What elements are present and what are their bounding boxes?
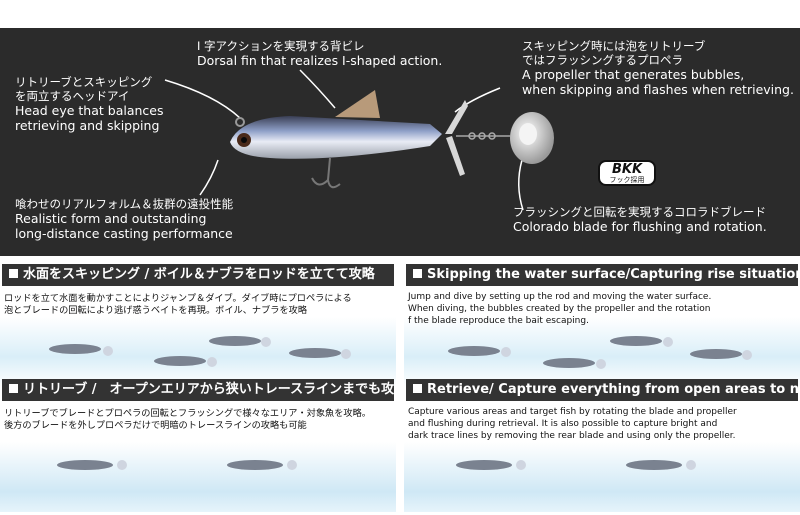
retrieve-header-en: Retrieve/ Capture everything from open a…: [406, 379, 798, 401]
skip-desc-jp-line: ロッドを立て水面を動かすことによりジャンプ＆ダイブ。ダイブ時にプロペラによる: [4, 293, 352, 304]
skip-desc-jp: ロッドを立て水面を動かすことによりジャンプ＆ダイブ。ダイブ時にプロペラによる 泡…: [4, 293, 394, 317]
callout-head-eye-en1: Head eye that balances: [15, 103, 164, 118]
skip-header-jp: 水面をスキッピング / ボイル＆ナブラをロッドを立てて攻略: [2, 264, 394, 286]
callout-form-en2: long-distance casting performance: [15, 226, 233, 241]
callout-propeller: スキッピング時には泡をリトリーブ ではフラッシングするプロペラ A propel…: [522, 39, 794, 97]
callout-head-eye-jp2: を両立するヘッドアイ: [15, 89, 130, 103]
callout-head-eye-en2: retrieving and skipping: [15, 118, 160, 133]
square-bullet-icon: [9, 384, 18, 393]
callout-dorsal-en: Dorsal fin that realizes I-shaped action…: [197, 53, 443, 68]
callout-dorsal-jp: I 字アクションを実現する背ビレ: [197, 39, 365, 53]
retrieve-header-jp: リトリーブ / オープンエリアから狭いトレースラインまでも攻略: [2, 379, 394, 401]
callout-propeller-en2: when skipping and flashes when retrievin…: [522, 82, 794, 97]
retrieve-desc-jp-line: 後方のブレードを外しプロペラだけで明暗のトレースラインの攻略も可能: [4, 420, 307, 431]
skip-desc-en-line: When diving, the bubbles created by the …: [408, 304, 711, 314]
callout-form-en1: Realistic form and outstanding: [15, 211, 207, 226]
retrieve-fish-illustration: [57, 460, 297, 470]
dorsal-fin: [335, 90, 380, 118]
square-bullet-icon: [413, 269, 422, 278]
skip-desc-en: Jump and dive by setting up the rod and …: [408, 291, 798, 327]
callout-form-jp: 喰わせのリアルフォルム＆抜群の遠投性能: [15, 197, 234, 211]
callout-form: 喰わせのリアルフォルム＆抜群の遠投性能 Realistic form and o…: [15, 197, 233, 241]
skip-title-en: Skipping the water surface/Capturing ris…: [427, 267, 798, 282]
callout-propeller-jp1: スキッピング時には泡をリトリーブ: [522, 39, 706, 53]
retrieve-desc-en-line: and flushing during retrieval. It is als…: [408, 419, 718, 429]
callout-head-eye: リトリーブとスキッピング を両立するヘッドアイ Head eye that ba…: [15, 75, 164, 133]
callout-blade-en: Colorado blade for flushing and rotation…: [513, 219, 767, 234]
skipping-fish-illustration: [448, 336, 752, 369]
square-bullet-icon: [413, 384, 422, 393]
bkk-hook-badge: BKK フック採用: [598, 160, 656, 186]
lure-illustration: [230, 90, 554, 189]
english-panel: Skipping the water surface/Capturing ris…: [404, 262, 800, 512]
japanese-panel: 水面をスキッピング / ボイル＆ナブラをロッドを立てて攻略 ロッドを立て水面を動…: [0, 262, 396, 512]
retrieve-title-jp: リトリーブ / オープンエリアから狭いトレースラインまでも攻略: [23, 382, 394, 397]
propeller: [445, 100, 468, 176]
retrieve-title-en: Retrieve/ Capture everything from open a…: [427, 382, 798, 397]
lure-body: [230, 116, 442, 159]
retrieve-desc-en-line: Capture various areas and target fish by…: [408, 407, 737, 417]
callout-head-eye-jp1: リトリーブとスキッピング: [15, 75, 153, 89]
badge-brand: BKK: [611, 162, 643, 177]
callout-blade-jp: フラッシングと回転を実現するコロラドブレード: [513, 205, 766, 219]
square-bullet-icon: [9, 269, 18, 278]
skip-desc-jp-line: 泡とブレードの回転により逃げ惑うベイトを再現。ボイル、ナブラを攻略: [4, 305, 308, 316]
callout-propeller-jp2: ではフラッシングするプロペラ: [522, 53, 683, 67]
retrieve-fish-illustration: [456, 460, 696, 470]
retrieve-desc-en-line: dark trace lines by removing the rear bl…: [408, 431, 736, 441]
skip-desc-en-line: f the blade reproduce the bait escaping.: [408, 316, 589, 326]
skip-desc-en-line: Jump and dive by setting up the rod and …: [408, 292, 712, 302]
callout-propeller-en1: A propeller that generates bubbles,: [522, 67, 745, 82]
hook: [311, 157, 341, 189]
badge-sub: フック採用: [609, 176, 645, 184]
retrieve-desc-en: Capture various areas and target fish by…: [408, 406, 798, 442]
retrieve-desc-jp: リトリーブでブレードとプロペラの回転とフラッシングで様々なエリア・対象魚を攻略。…: [4, 408, 394, 432]
skipping-fish-illustration: [49, 336, 351, 367]
retrieve-desc-jp-line: リトリーブでブレードとプロペラの回転とフラッシングで様々なエリア・対象魚を攻略。: [4, 408, 371, 419]
callout-blade: フラッシングと回転を実現するコロラドブレード Colorado blade fo…: [513, 205, 767, 234]
skip-header-en: Skipping the water surface/Capturing ris…: [406, 264, 798, 286]
callout-dorsal: I 字アクションを実現する背ビレ Dorsal fin that realize…: [197, 39, 442, 68]
skip-title-jp: 水面をスキッピング / ボイル＆ナブラをロッドを立てて攻略: [23, 267, 375, 282]
